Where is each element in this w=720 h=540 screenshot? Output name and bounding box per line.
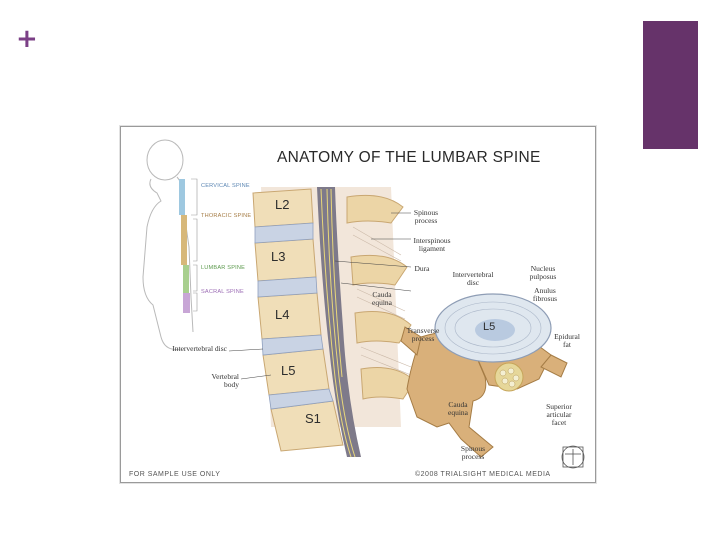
spine-column-small: [179, 179, 190, 313]
lumbar-column: [252, 187, 416, 458]
region-label-cervical: CERVICAL SPINE: [201, 183, 250, 189]
vertebra-label-l3: L3: [271, 249, 286, 264]
vertebra-label-l2: L2: [275, 197, 290, 212]
l5-cross-section: [400, 293, 568, 458]
label-cauda-equina: Cauda equina: [372, 290, 392, 307]
anatomy-illustration: [142, 139, 585, 469]
label-intervertebral-disc: Intervertebral disc: [172, 344, 227, 353]
label-anulus-fibrosus: Anulus fibrosus: [532, 286, 558, 303]
label-cs-intervertebral-disc: Intervertebral disc: [452, 270, 494, 287]
label-epidural-fat: Epidural fat: [554, 332, 580, 349]
region-label-lumbar: LUMBAR SPINE: [201, 265, 246, 271]
region-label-thoracic: THORACIC SPINE: [201, 213, 252, 219]
lumbar-spine-figure: ANATOMY OF THE LUMBAR SPINE CERVICAL SPI…: [120, 126, 596, 483]
label-transverse-process: Transverse process: [406, 326, 440, 343]
vertebra-label-l4: L4: [275, 307, 290, 322]
label-cs-spinous-process: Spinous process: [460, 444, 486, 461]
label-vertebral-body: Vertebral body: [211, 372, 239, 389]
vitruvian-logo: [561, 445, 585, 469]
label-dura: Dura: [414, 264, 430, 273]
region-label-sacral: SACRAL SPINE: [201, 289, 244, 295]
vertebra-label-l5: L5: [281, 363, 296, 378]
label-interspinous-ligament: Interspinous ligament: [413, 236, 451, 253]
footer-copyright: ©2008 TRIALSIGHT MEDICAL MEDIA: [415, 471, 551, 478]
label-cs-cauda-equina: Cauda equina: [448, 400, 468, 417]
vertebra-label-s1: S1: [305, 411, 321, 426]
label-spinous-process: Spinous process: [413, 208, 439, 225]
label-superior-articular-facet: Superior articular facet: [546, 402, 572, 427]
plus-icon: +: [16, 24, 38, 54]
figure-title: ANATOMY OF THE LUMBAR SPINE: [277, 149, 541, 166]
accent-bar: [643, 21, 698, 149]
cross-section-label-l5: L5: [483, 321, 496, 333]
footer-sample-notice: FOR SAMPLE USE ONLY: [129, 471, 221, 478]
label-nucleus-pulposus: Nucleus pulposus: [529, 264, 557, 281]
